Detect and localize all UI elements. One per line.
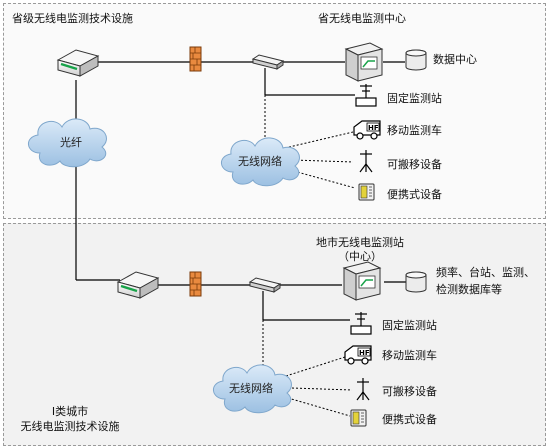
portable-antenna-icon — [359, 150, 373, 173]
switch-icon — [251, 54, 285, 70]
vehicle-badge: HF — [359, 349, 370, 357]
antenna-station-icon — [355, 84, 377, 107]
city-panel — [3, 223, 546, 446]
bottom-wireless-links — [262, 320, 353, 417]
vehicle-badge: HF — [368, 124, 379, 132]
database-label-line2: 检测数据库等 — [436, 283, 502, 296]
firewall-icon — [189, 271, 202, 297]
firewall-icon — [189, 46, 202, 72]
database-label-line1: 频率、台站、监测、 — [436, 266, 535, 279]
top-wireless-links — [264, 95, 356, 189]
handheld-device-icon — [358, 183, 375, 201]
device-label-mobile-vehicle: 移动监测车 — [382, 349, 437, 362]
portable-antenna-icon — [356, 378, 370, 401]
city-facility-title-line2: 无线电监测技术设施 — [20, 420, 120, 433]
device-label-fixed-station: 固定监测站 — [382, 319, 437, 332]
server-icon — [344, 42, 384, 82]
provincial-facility-title: 省级无线电监测技术设施 — [12, 12, 133, 25]
data-center-label: 数据中心 — [433, 53, 477, 66]
handheld-device-icon — [350, 409, 367, 427]
device-label-transportable: 可搬移设备 — [382, 385, 437, 398]
fiber-label: 光纤 — [60, 136, 82, 149]
bottom-links — [157, 281, 406, 321]
wireless-network-label: 无线网络 — [238, 155, 282, 168]
switch-icon — [248, 277, 282, 293]
device-label-portable: 便携式设备 — [382, 413, 437, 426]
provincial-center-title: 省无线电监测中心 — [318, 12, 406, 25]
router-icon — [56, 49, 100, 77]
vehicle-icon: HF — [344, 345, 372, 365]
device-label-transportable: 可搬移设备 — [387, 158, 442, 171]
device-label-portable: 便携式设备 — [387, 188, 442, 201]
server-icon — [342, 261, 382, 301]
antenna-station-icon — [350, 312, 372, 335]
wireless-network-label: 无线网络 — [229, 382, 273, 395]
city-station-title-line1: 地市无线电监测站 — [316, 236, 404, 249]
database-icon — [405, 49, 427, 71]
router-icon — [116, 271, 160, 299]
vehicle-icon: HF — [353, 120, 381, 140]
top-links — [75, 61, 405, 281]
city-facility-title-line1: I类城市 — [51, 405, 89, 418]
device-label-mobile-vehicle: 移动监测车 — [387, 124, 442, 137]
device-label-fixed-station: 固定监测站 — [387, 92, 442, 105]
database-icon — [405, 271, 427, 293]
city-station-title-line2: （中心） — [338, 250, 382, 263]
